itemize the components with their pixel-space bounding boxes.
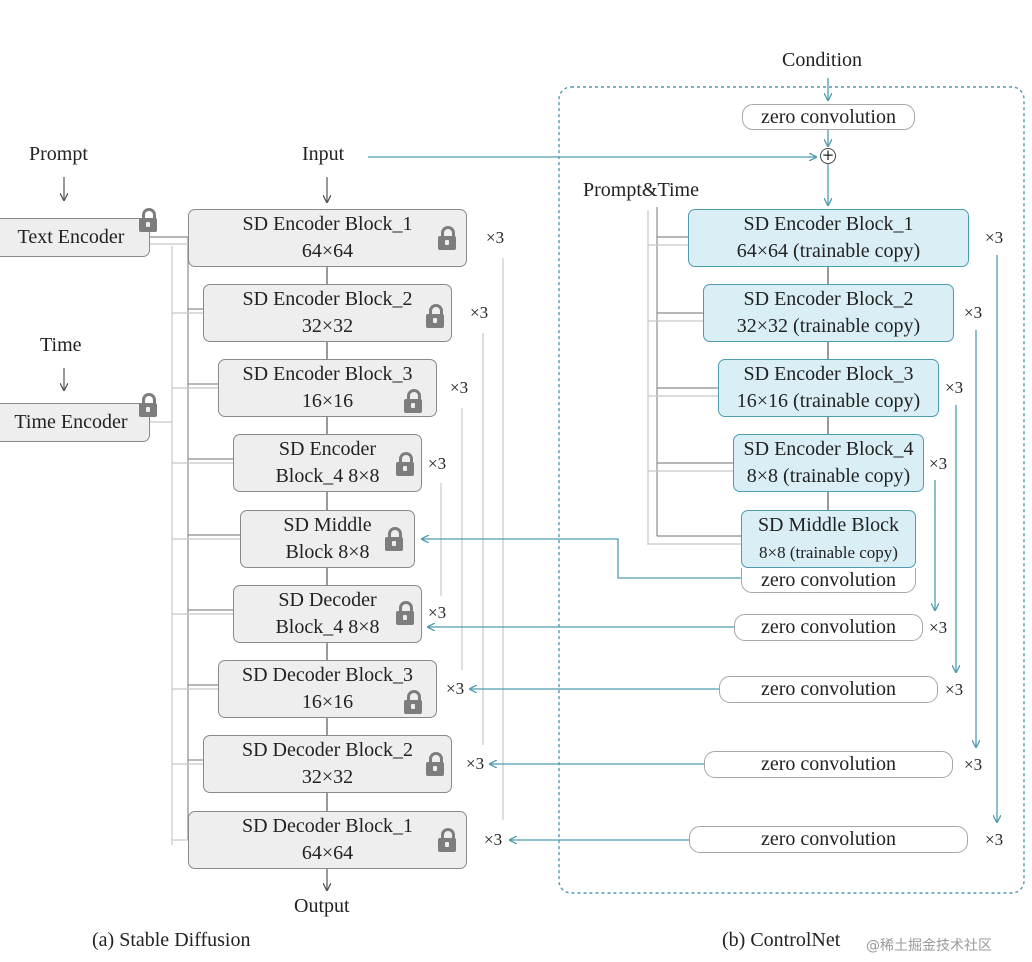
block-line-1: SD Encoder Block_2	[743, 288, 914, 310]
lock-icon	[396, 452, 414, 476]
zero-convolution-label: zero convolution	[761, 828, 896, 850]
text-encoder-label: Text Encoder	[17, 226, 125, 248]
block-line-2: Block 8×8	[285, 541, 370, 563]
block-line-2: 8×8 (trainable copy)	[746, 465, 911, 487]
repeat-label: ×3	[466, 754, 485, 773]
zero-convolution-out-1: zero convolution	[689, 826, 968, 853]
zero-convolution-out-2: zero convolution	[704, 751, 953, 778]
time-encoder: Time Encoder	[0, 393, 157, 442]
block-line-2: Block_4 8×8	[275, 616, 380, 638]
block-line-2: 32×32	[301, 766, 354, 788]
block-line-1: SD Encoder Block_4	[743, 438, 914, 460]
zero-convolution-out-3: zero convolution	[719, 676, 938, 703]
text-encoder: Text Encoder	[0, 208, 157, 257]
prompt-time-label: Prompt&Time	[583, 179, 699, 201]
block-line-1: SD Encoder Block_3	[743, 363, 914, 385]
block-line-1: SD Decoder Block_2	[241, 739, 414, 761]
sd-middle-block: SD Middle Block 8×8	[240, 510, 415, 568]
block-line-2: 32×32	[301, 315, 354, 337]
block-line-2: 64×64	[301, 240, 354, 262]
input-label: Input	[302, 143, 345, 165]
middle-feedback	[422, 539, 741, 579]
sd-encoder-block-2: SD Encoder Block_2 32×32	[203, 284, 452, 342]
plus-circle-icon: +	[820, 146, 836, 164]
block-line-2: 8×8 (trainable copy)	[759, 543, 898, 562]
output-label: Output	[294, 895, 350, 917]
repeat-label: ×3	[985, 228, 1004, 247]
block-line-2: 64×64	[301, 842, 354, 864]
repeat-label: ×3	[964, 755, 983, 774]
zero-convolution-middle: zero convolution	[741, 568, 916, 593]
sd-decoder-block-2: SD Decoder Block_2 32×32	[203, 735, 452, 793]
block-line-2: 32×32 (trainable copy)	[736, 315, 921, 337]
prompt-label: Prompt	[29, 143, 88, 165]
repeat-label: ×3	[450, 378, 469, 397]
block-line-1: SD Encoder	[278, 438, 377, 460]
zero-convolution-label: zero convolution	[761, 753, 896, 775]
time-encoder-label: Time Encoder	[14, 411, 128, 433]
trainable-encoder-block-1: SD Encoder Block_1 64×64 (trainable copy…	[688, 209, 969, 267]
trainable-middle-block: SD Middle Block 8×8 (trainable copy)	[741, 510, 916, 568]
lock-icon	[426, 752, 444, 776]
lock-icon	[404, 389, 422, 413]
trainable-encoder-block-2: SD Encoder Block_2 32×32 (trainable copy…	[703, 284, 954, 342]
zero-convolution-label: zero convolution	[761, 105, 896, 128]
sd-decoder-block-4: SD Decoder Block_4 8×8	[233, 585, 422, 643]
trainable-encoder-block-3: SD Encoder Block_3 16×16 (trainable copy…	[718, 359, 939, 417]
repeat-label: ×3	[484, 830, 503, 849]
block-line-1: SD Decoder Block_3	[241, 664, 414, 686]
block-line-1: SD Encoder Block_2	[242, 288, 413, 310]
lock-icon	[385, 527, 403, 551]
lock-icon	[139, 208, 157, 232]
repeat-label: ×3	[446, 679, 465, 698]
sd-encoder-block-3: SD Encoder Block_3 16×16	[218, 359, 437, 417]
zero-convolution-label: zero convolution	[761, 616, 896, 638]
sd-decoder-block-1: SD Decoder Block_1 64×64	[188, 811, 467, 869]
zero-convolution-label: zero convolution	[761, 678, 896, 700]
lock-icon	[404, 690, 422, 714]
zero-convolution-label: zero convolution	[761, 568, 896, 591]
repeat-label: ×3	[929, 618, 948, 637]
zero-convolution-out-4: zero convolution	[734, 614, 923, 641]
repeat-label: ×3	[985, 830, 1004, 849]
block-line-1: SD Decoder	[278, 589, 377, 611]
caption-controlnet: (b) ControlNet	[722, 929, 841, 951]
lock-icon	[426, 304, 444, 328]
repeat-label: ×3	[428, 603, 447, 622]
lock-icon	[139, 393, 157, 417]
block-line-2: 64×64 (trainable copy)	[736, 240, 921, 262]
condition-label: Condition	[782, 49, 863, 71]
block-line-2: 16×16	[301, 390, 354, 412]
repeat-label: ×3	[945, 680, 964, 699]
repeat-label: ×3	[486, 228, 505, 247]
block-line-2: Block_4 8×8	[275, 465, 380, 487]
watermark: @稀土掘金技术社区	[866, 938, 992, 954]
repeat-label: ×3	[470, 303, 489, 322]
lock-icon	[396, 601, 414, 625]
block-line-1: SD Encoder Block_1	[242, 213, 413, 235]
sd-encoder-block-4: SD Encoder Block_4 8×8	[233, 434, 422, 492]
sd-encoder-block-1: SD Encoder Block_1 64×64	[188, 209, 467, 267]
caption-stable-diffusion: (a) Stable Diffusion	[92, 929, 251, 951]
lock-icon	[438, 226, 456, 250]
block-line-1: SD Middle	[283, 514, 372, 536]
repeat-label: ×3	[945, 378, 964, 397]
time-label: Time	[40, 334, 82, 356]
block-line-1: SD Middle Block	[757, 514, 900, 536]
block-line-1: SD Decoder Block_1	[241, 815, 414, 837]
block-line-1: SD Encoder Block_1	[743, 213, 914, 235]
repeat-label: ×3	[428, 454, 447, 473]
block-line-1: SD Encoder Block_3	[242, 363, 413, 385]
block-line-2: 16×16	[301, 691, 354, 713]
lock-icon	[438, 828, 456, 852]
repeat-label: ×3	[964, 303, 983, 322]
repeat-label: ×3	[929, 454, 948, 473]
sd-decoder-block-3: SD Decoder Block_3 16×16	[218, 660, 437, 718]
zero-convolution-input: zero convolution	[742, 104, 915, 130]
trainable-encoder-block-4: SD Encoder Block_4 8×8 (trainable copy)	[733, 434, 924, 492]
block-line-2: 16×16 (trainable copy)	[736, 390, 921, 412]
